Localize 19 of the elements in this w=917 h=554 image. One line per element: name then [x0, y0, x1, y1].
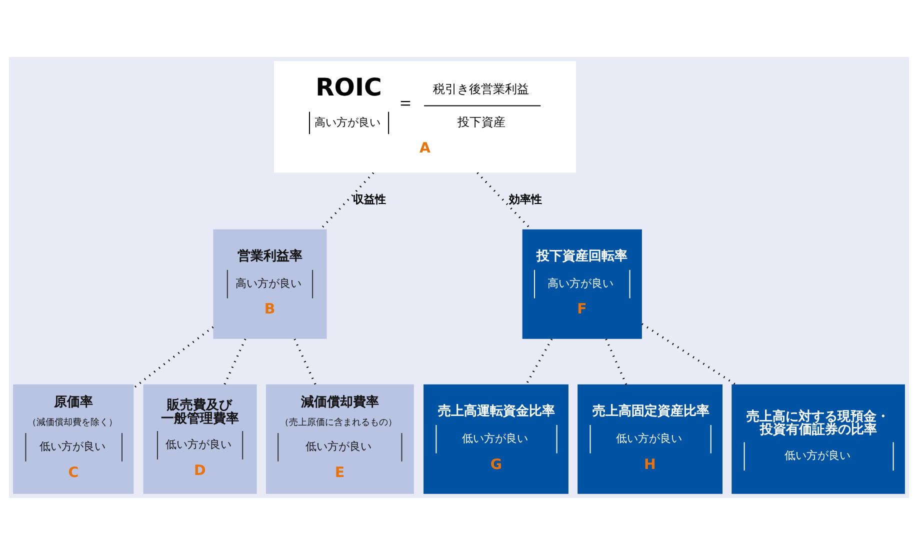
node-box: 投下資産回転率 高い方が良い F: [522, 228, 642, 338]
connector: [293, 338, 316, 384]
connector: [319, 172, 374, 230]
connector: [132, 326, 214, 388]
connector: [476, 172, 532, 230]
edge-label: 収益性: [352, 192, 386, 206]
node-box: 営業利益率 高い方が良い B: [212, 228, 326, 338]
edge-label: 効率性: [508, 192, 542, 206]
node-box: 売上高固定資産比率 低い方が良い H: [577, 384, 722, 494]
connector: [604, 338, 627, 384]
node-box: ROIC ＝ 税引き後営業利益 高い方が良い 投下資産 A: [274, 60, 576, 172]
node-box: 原価率 （減価償却費を除く） 低い方が良い C: [12, 384, 134, 494]
node-box: 減価償却費率 （売上原価に含まれるもの） 低い方が良い E: [265, 384, 414, 494]
connector: [524, 338, 552, 384]
connector: [223, 338, 246, 384]
connector: [641, 322, 736, 385]
node-box: 売上高に対する現預金・投資有価証券の比率 低い方が良い: [731, 384, 904, 494]
node-box: 売上高運転資金比率 低い方が良い G: [423, 384, 568, 494]
node-box: 販売費及び一般管理費率 低い方が良い D: [142, 384, 256, 494]
